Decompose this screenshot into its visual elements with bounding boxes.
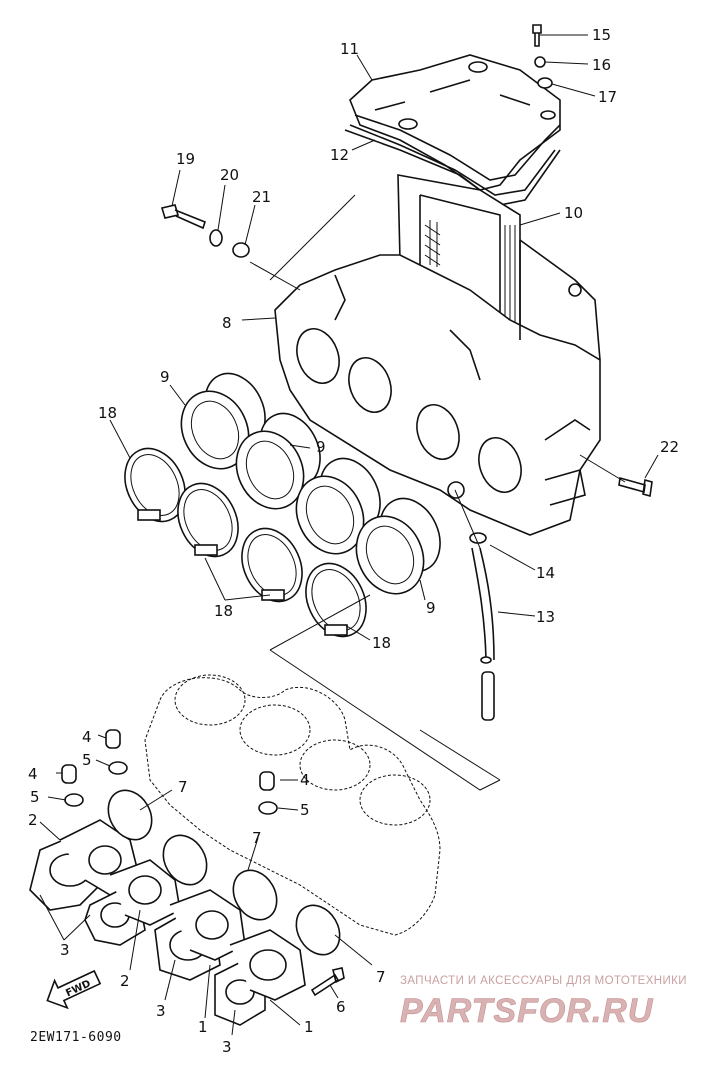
label-5b: 5 <box>30 788 40 806</box>
label-2b: 2 <box>120 972 130 990</box>
intake-manifolds <box>29 819 306 1026</box>
label-4b: 4 <box>28 765 38 783</box>
label-3a: 3 <box>60 941 70 959</box>
label-3b: 3 <box>156 1002 166 1020</box>
label-7b: 7 <box>252 829 262 847</box>
label-14: 14 <box>536 564 555 582</box>
fasteners <box>160 24 653 498</box>
label-3c: 3 <box>222 1038 232 1056</box>
label-1a: 1 <box>198 1018 208 1036</box>
watermark-tagline: ЗАПЧАСТИ И АКСЕССУАРЫ ДЛЯ МОТОТЕХНИКИ <box>400 975 687 987</box>
label-18a: 18 <box>98 404 117 422</box>
air-filter-case <box>274 239 601 536</box>
label-22: 22 <box>660 438 679 456</box>
watermark-logo: PARTSFOR.RU <box>400 992 654 1030</box>
carburetor-phantom <box>144 674 441 936</box>
label-17: 17 <box>598 88 617 106</box>
label-7a: 7 <box>178 778 188 796</box>
label-18c: 18 <box>372 634 391 652</box>
label-2a: 2 <box>28 811 38 829</box>
carburetor-joints <box>180 372 441 595</box>
label-1b: 1 <box>304 1018 314 1036</box>
label-4c: 4 <box>300 771 310 789</box>
breather-hose <box>469 532 495 721</box>
label-19: 19 <box>176 150 195 168</box>
caps-and-clips <box>61 729 345 997</box>
label-11: 11 <box>340 40 359 58</box>
label-9c: 9 <box>426 599 436 617</box>
catalog-code: 2EW171-6090 <box>30 1030 122 1045</box>
label-12: 12 <box>330 146 349 164</box>
assembly-lines <box>249 194 626 791</box>
watermark-logo-text: PARTSFOR.RU <box>400 992 654 1030</box>
label-20: 20 <box>220 166 239 184</box>
label-5a: 5 <box>82 751 92 769</box>
label-16: 16 <box>592 56 611 74</box>
label-15: 15 <box>592 26 611 44</box>
label-4a: 4 <box>82 728 92 746</box>
forward-direction-arrow: FWD <box>46 969 102 1010</box>
label-9b: 9 <box>316 438 326 456</box>
manifold-clamps <box>107 789 341 956</box>
filter-case-cover <box>349 54 561 196</box>
label-7c: 7 <box>376 968 386 986</box>
joint-clamps <box>124 447 367 638</box>
leader-lines <box>39 34 659 1036</box>
label-5c: 5 <box>300 801 310 819</box>
label-10: 10 <box>564 204 583 222</box>
label-18b: 18 <box>214 602 233 620</box>
label-9a: 9 <box>160 368 170 386</box>
label-6: 6 <box>336 998 346 1016</box>
label-13: 13 <box>536 608 555 626</box>
label-21: 21 <box>252 188 271 206</box>
label-8: 8 <box>222 314 232 332</box>
part-labels: 1 1 2 2 3 3 3 4 4 4 5 5 5 6 7 7 7 8 9 9 … <box>28 26 679 1056</box>
